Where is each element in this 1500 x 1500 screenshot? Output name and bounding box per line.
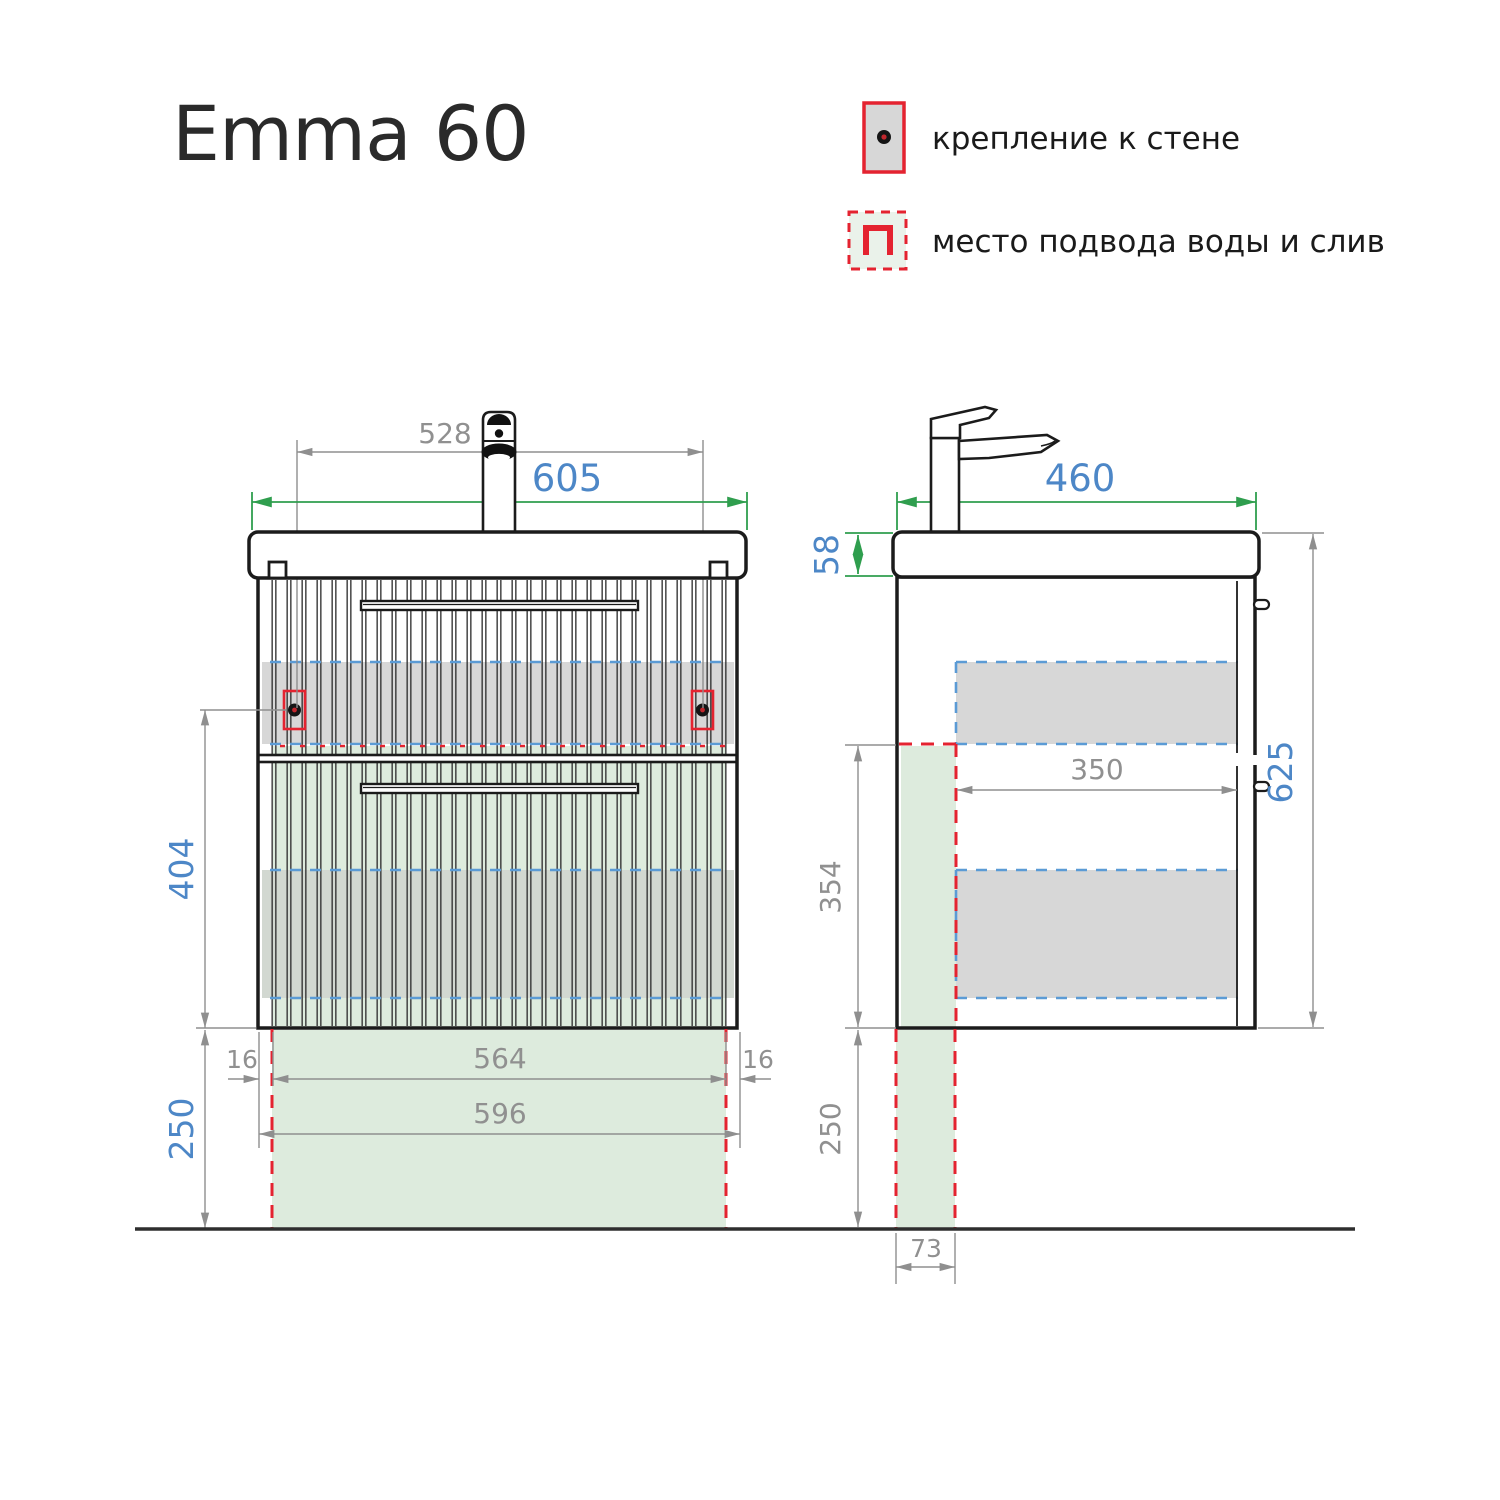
- faucet-side: [929, 405, 1061, 533]
- side-view: 460 58 625 350 354 250: [807, 405, 1324, 1284]
- dim-250-side-label: 250: [814, 1102, 847, 1155]
- dim-16-right-label: 16: [742, 1045, 774, 1074]
- washbasin-side: [891, 530, 1261, 579]
- basin-clip-right: [708, 560, 729, 580]
- faucet-lever-icon: [929, 405, 999, 440]
- dim-596-label: 596: [473, 1097, 526, 1130]
- fluted-facade-texture: [266, 580, 731, 1026]
- drawer-box-zone-side-top: [956, 662, 1238, 744]
- legend: крепление к стене место подвода воды и с…: [847, 101, 1385, 271]
- drawer-divider: [256, 753, 739, 764]
- dim-460-label: 460: [1045, 457, 1116, 500]
- drawer-box-zone-side-bottom: [956, 870, 1238, 998]
- dim-404-label: 404: [162, 838, 201, 901]
- side-handle-bottom: [1252, 780, 1271, 793]
- page-title: Emma 60: [172, 89, 529, 178]
- washbasin-front: [247, 530, 748, 580]
- dim-605-label: 605: [532, 457, 603, 500]
- dim-528-label: 528: [418, 417, 471, 450]
- faucet-lever-icon: [487, 414, 511, 425]
- dim-16-left-label: 16: [226, 1045, 258, 1074]
- water-supply-zone-front-lower: [272, 1030, 726, 1229]
- water-supply-pipe-icon: [863, 225, 893, 255]
- basin-clip-left: [267, 560, 288, 580]
- dim-564-label: 564: [473, 1042, 526, 1075]
- water-supply-zone-side-lower: [896, 1030, 955, 1229]
- dim-73-label: 73: [910, 1234, 942, 1263]
- faucet-spout-icon: [957, 433, 1061, 461]
- drawer-handle-top: [359, 599, 640, 612]
- water-supply-legend-icon: [847, 210, 908, 271]
- side-handle-top: [1252, 598, 1271, 611]
- dim-350-label: 350: [1070, 753, 1123, 786]
- dim-58-label: 58: [807, 534, 846, 576]
- drawer-front-gap: [1249, 755, 1258, 765]
- water-supply-legend-label: место подвода воды и слив: [932, 224, 1385, 260]
- drawer-handle-bottom: [359, 782, 640, 795]
- wall-mount-legend-label: крепление к стене: [932, 121, 1240, 157]
- front-view: 528 605 404 250: [162, 410, 774, 1229]
- dim-250-front-label: 250: [162, 1098, 201, 1161]
- dim-354-label: 354: [814, 860, 847, 913]
- faucet-front: [481, 410, 517, 533]
- wall-mount-legend-icon: [862, 101, 906, 174]
- water-supply-zone-side-inner: [901, 746, 956, 1028]
- dim-625-label: 625: [1261, 741, 1300, 804]
